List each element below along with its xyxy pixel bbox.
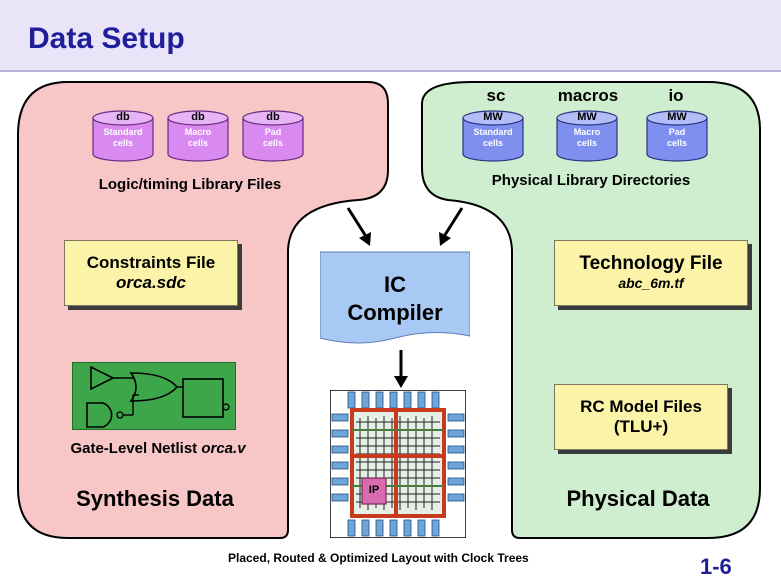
cylinder-label-line2: cells (262, 138, 284, 148)
nand-gate-icon (86, 402, 113, 428)
cylinder-label-line1: Standard (473, 127, 513, 137)
note-filename: (TLU+) (613, 417, 669, 436)
dir-name-macros: macros (557, 86, 619, 105)
cylinder-top-label: db (116, 111, 130, 123)
ip-block-label: IP (368, 484, 380, 496)
page-title: Data Setup (28, 22, 185, 55)
cylinder-label-line1: Macro (184, 127, 212, 137)
cylinder-label-line2: cells (576, 138, 598, 148)
cylinder-label-line1: Pad (264, 127, 282, 137)
cylinder-label-line1: Pad (668, 127, 686, 137)
gate-netlist-label: Gate-Level Netlist orca.v (38, 440, 278, 457)
cylinder-top-label: MW (667, 111, 687, 123)
cylinder-label-line2: cells (187, 138, 209, 148)
buffer-gate-icon (90, 365, 115, 391)
note-filename: orca.sdc (116, 273, 186, 292)
gate-netlist-panel (72, 362, 236, 430)
note-title: Constraints File (86, 253, 216, 272)
dir-name-io: io (668, 86, 684, 105)
gate-netlist-text: Gate-Level Netlist (70, 440, 198, 457)
rc-model-files-note: RC Model Files (TLU+) (554, 384, 728, 450)
ic-compiler-line1: IC (384, 272, 406, 297)
note-title: Technology File (579, 253, 723, 274)
flip-flop-icon (182, 378, 224, 418)
arrowhead-left (359, 232, 371, 246)
cylinder-label-line2: cells (112, 138, 134, 148)
arrow-right-to-compiler (441, 207, 464, 239)
logic-library-label: Logic/timing Library Files (98, 176, 282, 193)
title-bar: Data Setup (0, 0, 781, 72)
dir-name-sc: sc (486, 86, 506, 105)
ic-compiler-line2: Compiler (347, 300, 443, 325)
page-number: 1-6 (700, 554, 732, 579)
ic-compiler-box: IC Compiler (320, 248, 470, 346)
arrowhead-down (394, 376, 408, 388)
note-filename: abc_6m.tf (618, 275, 684, 291)
chip-layout-image: IP (330, 390, 466, 538)
technology-file-note: Technology File abc_6m.tf (554, 240, 748, 306)
layout-caption: Placed, Routed & Optimized Layout with C… (228, 551, 529, 565)
or-gate-icon (129, 372, 179, 402)
cylinder-top-label: MW (577, 111, 597, 123)
cylinder-label-line2: cells (666, 138, 688, 148)
cylinder-top-label: db (191, 111, 205, 123)
constraints-file-note: Constraints File orca.sdc (64, 240, 238, 306)
gate-netlist-filename: orca.v (201, 440, 246, 457)
physical-library-label: Physical Library Directories (491, 172, 691, 189)
arrow-left-to-compiler (346, 207, 369, 239)
cylinder-label-line1: Macro (573, 127, 601, 137)
arrowhead-right (439, 232, 451, 246)
physical-data-title: Physical Data (566, 486, 710, 511)
cylinder-top-label: MW (483, 111, 503, 123)
cylinder-top-label: db (266, 111, 280, 123)
cylinder-label-line2: cells (482, 138, 504, 148)
note-title: RC Model Files (580, 397, 702, 416)
cylinder-label-line1: Standard (103, 127, 143, 137)
synthesis-data-title: Synthesis Data (76, 486, 234, 511)
